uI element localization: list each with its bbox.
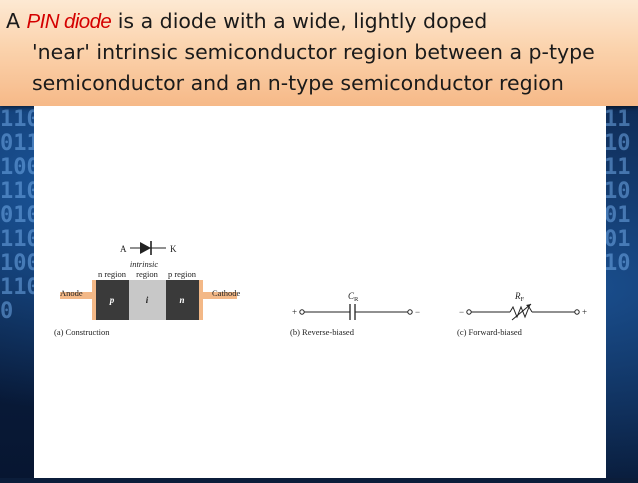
reverse-terminal-left [299, 309, 305, 315]
variable-resistor-arrowhead-icon [526, 304, 531, 308]
construction-caption: (a) Construction [54, 327, 110, 337]
anode-label: Anode [60, 288, 83, 298]
forward-caption: (c) Forward-biased [457, 327, 523, 337]
heading-line2: 'near' intrinsic semiconductor region be… [32, 40, 595, 64]
reverse-minus-sign: − [415, 307, 420, 317]
p-region-label: p region [168, 269, 197, 279]
n-region-label: n region [98, 269, 127, 279]
forward-terminal-right [574, 309, 580, 315]
p-layer [96, 280, 129, 320]
symbol-cathode-label: K [170, 244, 177, 254]
forward-terminal-left [466, 309, 472, 315]
cathode-contact [199, 280, 203, 320]
reverse-terminal-right [407, 309, 413, 315]
anode-lead [60, 292, 96, 299]
slide-heading-box: A PIN diode is a diode with a wide, ligh… [0, 0, 638, 106]
heading-keyword: PIN diode [26, 10, 112, 33]
n-layer [166, 280, 199, 320]
reverse-plus-sign: + [292, 307, 297, 317]
binary-digits-left: 1100111001100101101001100 [0, 108, 40, 324]
p-layer-label: p [109, 295, 115, 305]
cathode-lead [201, 292, 237, 299]
heading-line3: semiconductor and an n-type semiconducto… [32, 71, 564, 95]
symbol-anode-label: A [120, 244, 127, 254]
intrinsic-layer [129, 280, 166, 320]
forward-biased-diagram: − + RF (c) Forward-biased [457, 291, 587, 337]
diode-triangle-icon [140, 242, 151, 254]
forward-minus-sign: − [459, 307, 464, 317]
heading-line1-rest: is a diode with a wide, lightly doped [111, 9, 488, 33]
i-layer-label: i [146, 295, 149, 305]
capacitor-label: CR [348, 291, 359, 303]
forward-plus-sign: + [582, 307, 587, 317]
resistor-label: RF [514, 291, 525, 303]
intrinsic-label-line2: region [136, 269, 158, 279]
figure-panel: A K intrinsic n region region p region A… [34, 106, 606, 478]
intrinsic-label-line1: intrinsic [130, 259, 159, 269]
slide-heading: A PIN diode is a diode with a wide, ligh… [6, 6, 638, 99]
construction-diagram: A K intrinsic n region region p region A… [54, 241, 241, 337]
reverse-biased-diagram: + − CR (b) Reverse-biased [290, 291, 420, 337]
binary-digits-right: 11101110010110 [604, 108, 631, 276]
pin-diode-figure: A K intrinsic n region region p region A… [54, 241, 587, 337]
reverse-caption: (b) Reverse-biased [290, 327, 355, 337]
heading-prefix: A [6, 9, 27, 33]
cathode-label: Cathode [212, 288, 241, 298]
n-layer-label: n [179, 295, 184, 305]
